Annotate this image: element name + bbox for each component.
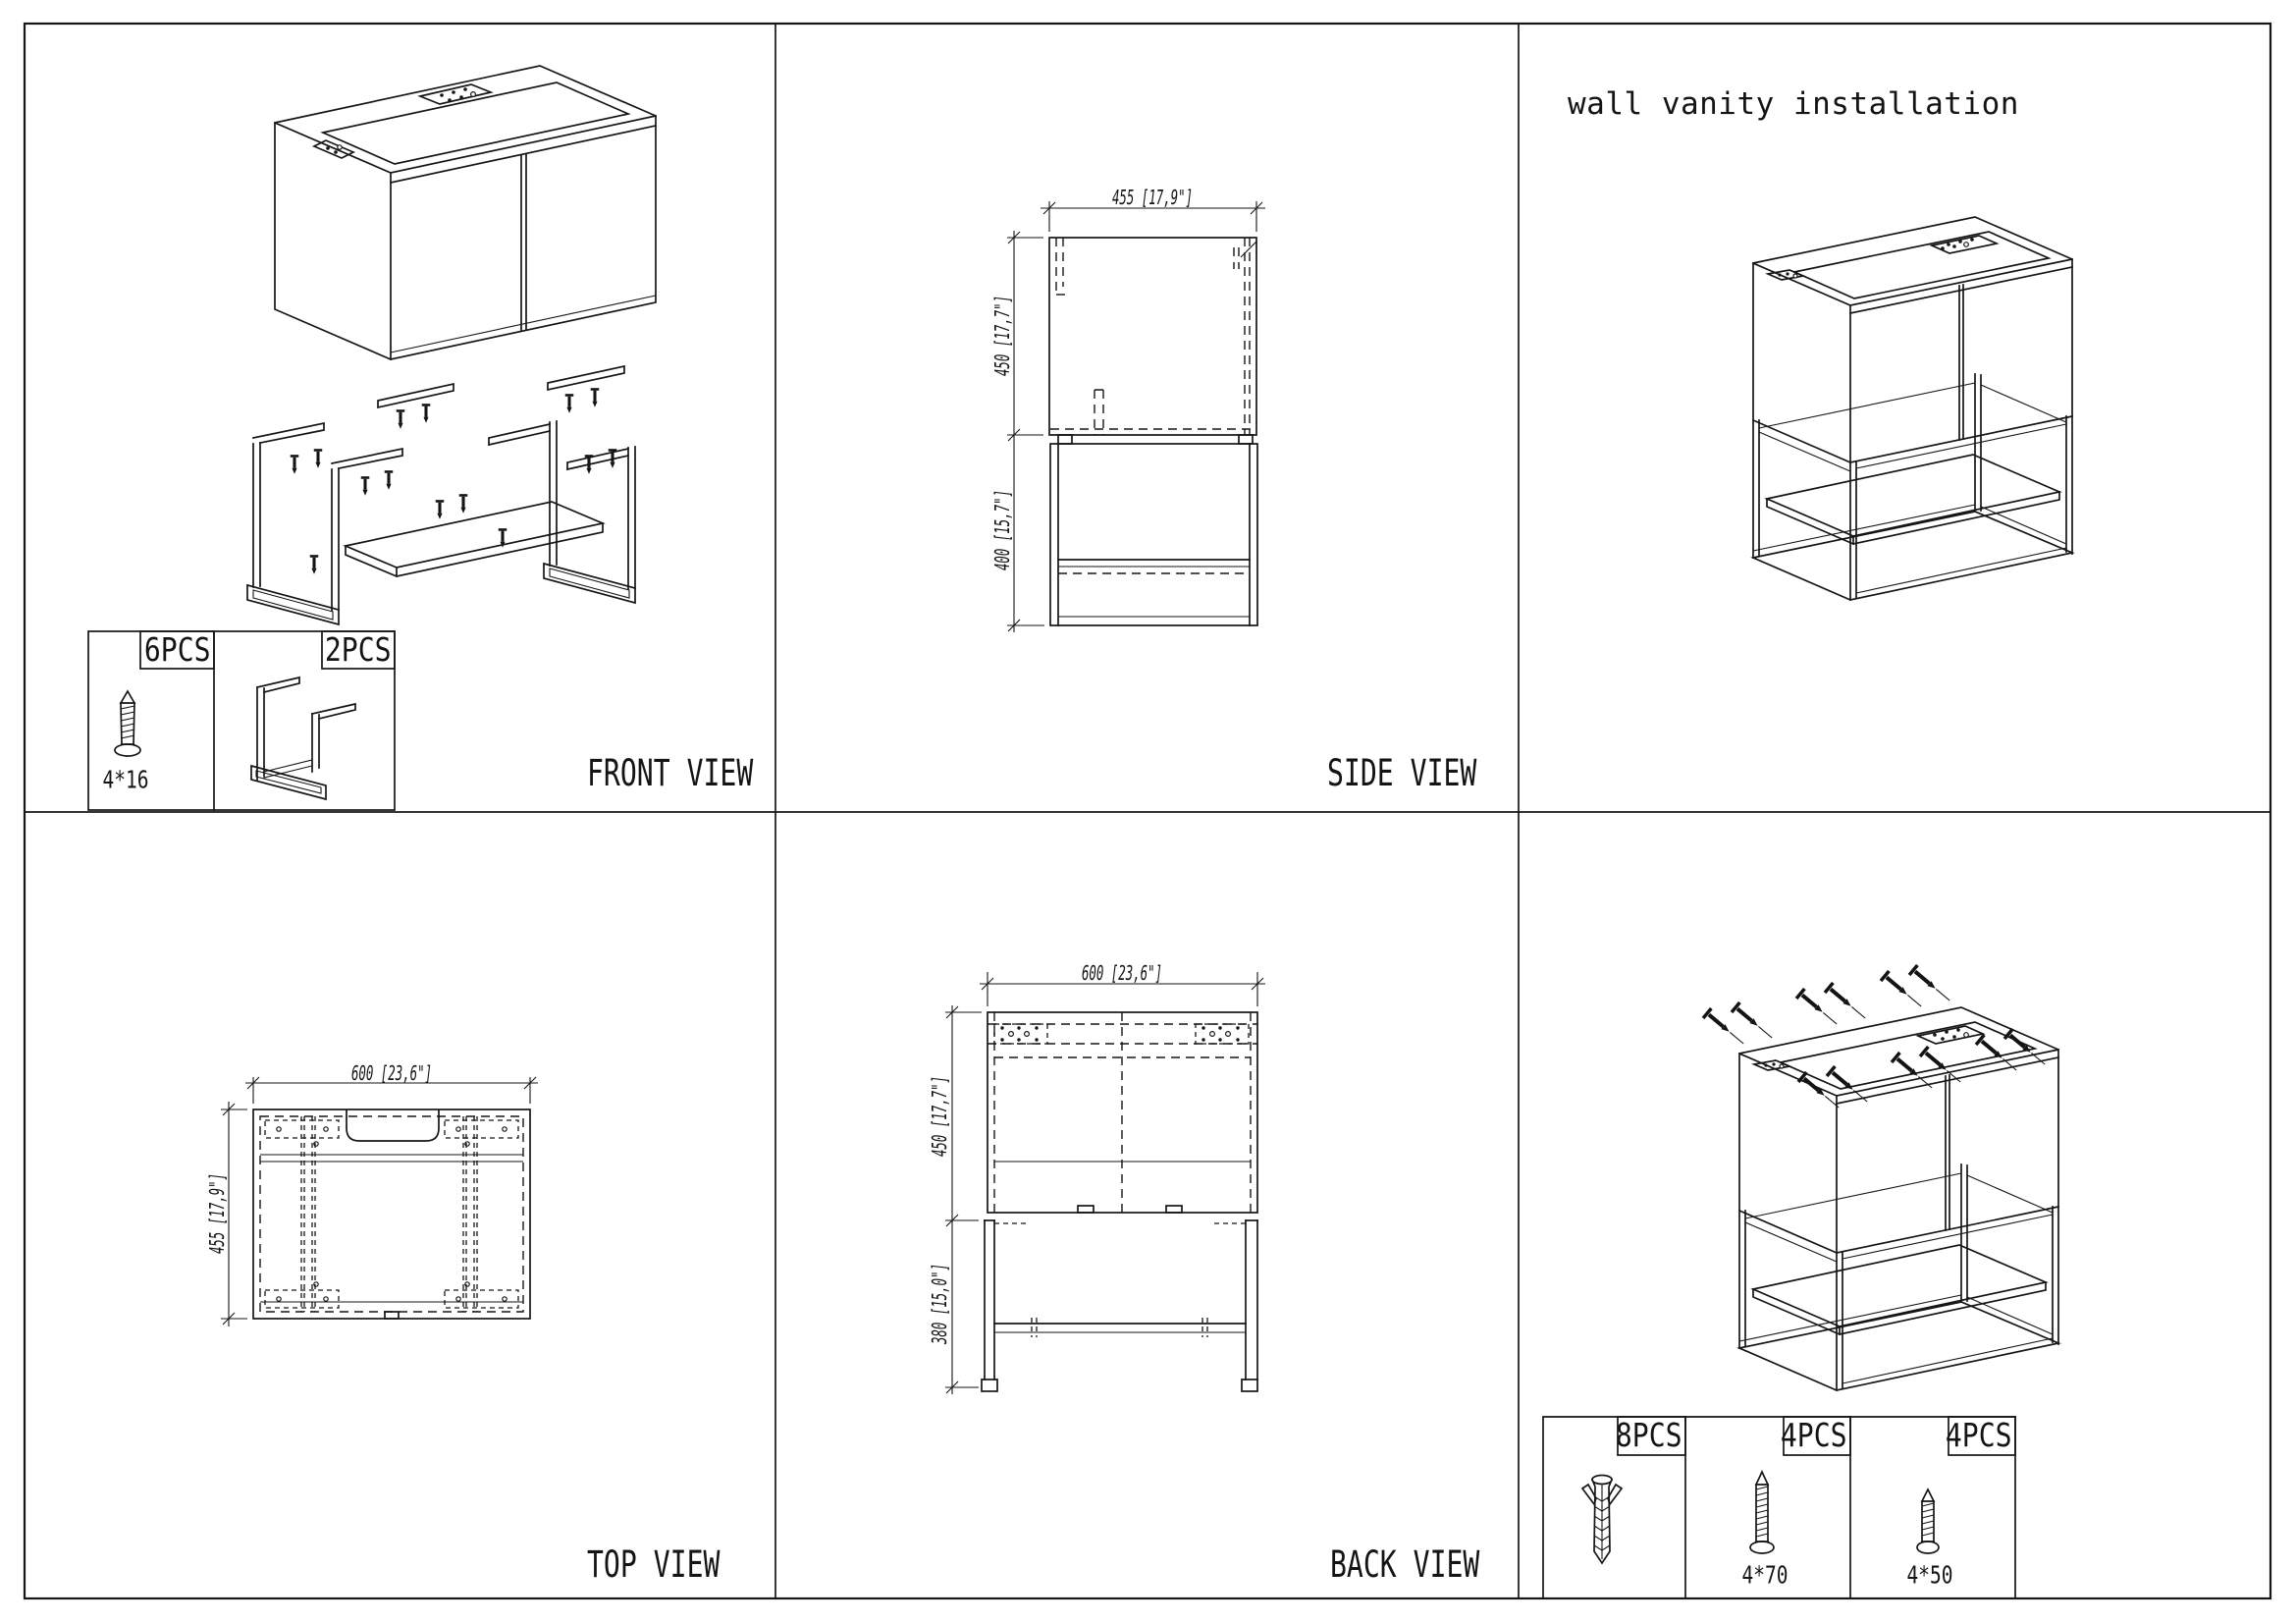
wall-anchor-qty: 8PCS bbox=[1615, 1416, 1682, 1454]
short-screw-icon bbox=[1916, 1488, 1940, 1554]
short-screw-qty: 4PCS bbox=[1945, 1416, 2011, 1454]
side-cabinet-height-dim: 450 [17,7"] bbox=[990, 295, 1014, 377]
long-screw-size: 4*70 bbox=[1741, 1560, 1789, 1590]
front-view-label: FRONT VIEW bbox=[587, 752, 754, 794]
long-screw-icon bbox=[1749, 1469, 1775, 1554]
back-view-drawing bbox=[945, 972, 1265, 1394]
side-view-drawing bbox=[1007, 201, 1265, 632]
back-view-label: BACK VIEW bbox=[1330, 1543, 1480, 1586]
leg-frame-icon bbox=[250, 676, 356, 801]
top-view-label: TOP VIEW bbox=[587, 1543, 721, 1586]
front-hardware-callouts bbox=[87, 630, 396, 811]
side-width-dim: 455 [17,9"] bbox=[1111, 186, 1194, 209]
cabinet-screw-size: 4*16 bbox=[102, 765, 149, 794]
screw-icon bbox=[114, 689, 141, 757]
leg-frame-qty: 2PCS bbox=[324, 630, 391, 669]
back-cabinet-height-dim: 450 [17,7"] bbox=[928, 1075, 951, 1158]
wall-anchor-icon bbox=[1580, 1474, 1624, 1565]
front-view-drawing bbox=[246, 65, 658, 626]
wall-mount-screws-drawing bbox=[1701, 963, 2061, 1391]
back-base-height-dim: 380 [15,0"] bbox=[928, 1263, 951, 1345]
top-depth-dim: 455 [17,9"] bbox=[205, 1172, 229, 1255]
side-view-label: SIDE VIEW bbox=[1327, 752, 1477, 794]
sheet-title: wall vanity installation bbox=[1568, 86, 2019, 122]
cabinet-screw-qty: 6PCS bbox=[143, 630, 210, 669]
installation-drawing bbox=[1750, 216, 2075, 601]
long-screw-qty: 4PCS bbox=[1780, 1416, 1846, 1454]
top-width-dim: 600 [23,6"] bbox=[350, 1061, 433, 1085]
top-view-drawing bbox=[221, 1076, 538, 1326]
side-base-height-dim: 400 [15,7"] bbox=[990, 489, 1014, 571]
short-screw-size: 4*50 bbox=[1906, 1560, 1953, 1590]
sheet-borders bbox=[23, 22, 2272, 1600]
back-width-dim: 600 [23,6"] bbox=[1081, 961, 1163, 985]
install-hardware-callouts bbox=[1542, 1416, 2016, 1599]
